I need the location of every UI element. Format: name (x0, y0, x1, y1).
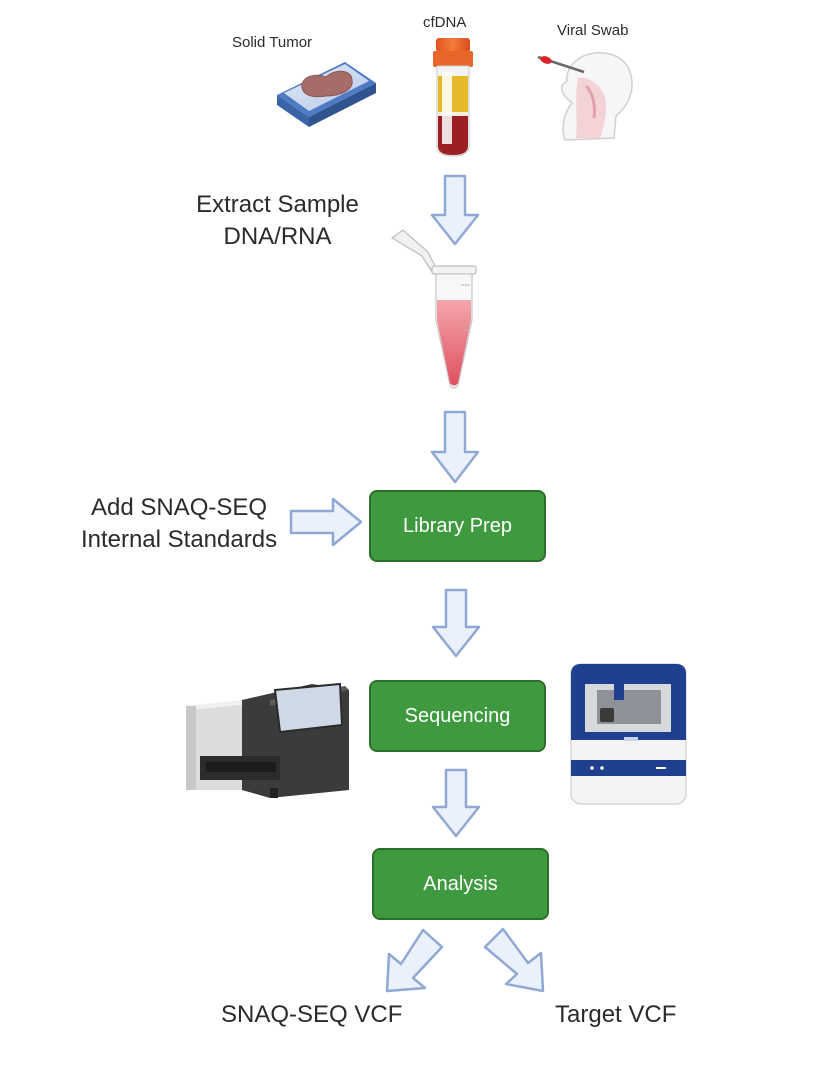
sequencer-right-icon (570, 663, 687, 805)
nasal-swab-icon (537, 51, 633, 141)
library-prep-box: Library Prep (369, 490, 546, 562)
down-left-arrow (385, 928, 444, 993)
down-arrow (431, 768, 481, 838)
label-solid-tumor: Solid Tumor (232, 34, 313, 51)
sequencing-box: Sequencing (369, 680, 546, 752)
output-target-vcf: Target VCF (555, 1001, 677, 1028)
extract-line-2: DNA/RNA (223, 223, 332, 250)
tissue-slide-icon (277, 62, 376, 127)
down-right-arrow (483, 927, 545, 993)
extract-line-1: Extract Sample (196, 191, 359, 218)
output-snaq-seq-vcf: SNAQ-SEQ VCF (221, 1001, 403, 1028)
down-arrow (430, 410, 480, 484)
label-cfdna: cfDNA (423, 14, 467, 31)
down-arrow (430, 174, 480, 246)
standards-line-2: Internal Standards (80, 526, 278, 553)
blood-tube-icon (433, 38, 473, 157)
analysis-box: Analysis (372, 848, 549, 920)
down-arrow (431, 588, 481, 658)
label-viral-swab: Viral Swab (557, 22, 629, 39)
right-arrow (289, 497, 363, 547)
label-internal-standards: Add SNAQ-SEQ Internal Standards (68, 492, 290, 556)
standards-line-1: Add SNAQ-SEQ (90, 494, 268, 521)
sequencer-left-icon (186, 682, 349, 798)
microcentrifuge-tube-icon (390, 229, 477, 389)
label-extract-sample: Extract Sample DNA/RNA (185, 189, 370, 253)
